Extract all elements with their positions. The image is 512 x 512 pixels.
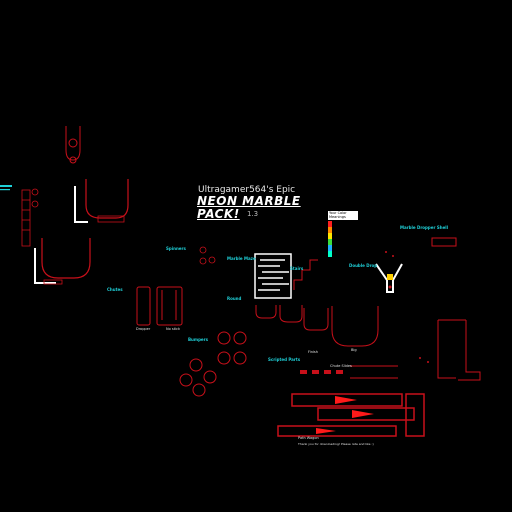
- marble-maze[interactable]: [254, 253, 292, 299]
- funnel-piece-lower[interactable]: [34, 238, 91, 285]
- bumpers[interactable]: [179, 331, 247, 397]
- legend-header-line2: Meanings: [329, 215, 346, 219]
- label-finish: Finish: [308, 350, 318, 354]
- label-dropper: Dropper: [136, 327, 151, 331]
- legend-header: Your Color Meanings: [328, 211, 358, 220]
- label-double-drop: Double Drop: [349, 263, 378, 268]
- credits-text: Thank you for downloading! Please rate a…: [298, 442, 374, 446]
- label-scripted-parts: Scripted Parts: [268, 357, 301, 362]
- conveyor-piece[interactable]: [277, 393, 425, 437]
- label-round: Round: [227, 296, 242, 301]
- label-path-wagon: Path Wagon: [298, 436, 319, 440]
- legend-header-line1: Your Color: [329, 211, 347, 215]
- label-no-stick: No stick: [166, 327, 180, 331]
- title-line2: NEON MARBLE: [197, 194, 301, 208]
- round-tracks[interactable]: [255, 305, 379, 347]
- scripted-parts[interactable]: [300, 365, 398, 379]
- label-chute-slides: Chute Slides: [330, 364, 352, 368]
- label-big: Big: [351, 348, 357, 352]
- funnel-piece-upper[interactable]: [74, 179, 129, 223]
- double-drop[interactable]: [375, 263, 403, 293]
- tower-piece[interactable]: [21, 188, 39, 247]
- label-chutes: Chutes: [107, 287, 123, 292]
- version-label: 1.3: [247, 210, 259, 218]
- chute-tubes[interactable]: [136, 286, 183, 326]
- label-marble-dropper: Marble Dropper Shell: [400, 225, 449, 230]
- stairs-piece[interactable]: [293, 259, 318, 290]
- spinner-piece[interactable]: [199, 246, 216, 265]
- title-line3: PACK!: [197, 207, 240, 221]
- label-stairs: Stairs: [290, 266, 304, 271]
- label-marble-maze: Marble Maze: [227, 256, 256, 261]
- label-bumpers: Bumpers: [188, 337, 208, 342]
- label-spinners: Spinners: [166, 246, 186, 251]
- title-line1: Ultragamer564's Epic: [198, 185, 296, 195]
- right-side-track[interactable]: [431, 237, 481, 381]
- color-legend: [328, 221, 332, 257]
- tube-piece-top[interactable]: [65, 126, 81, 164]
